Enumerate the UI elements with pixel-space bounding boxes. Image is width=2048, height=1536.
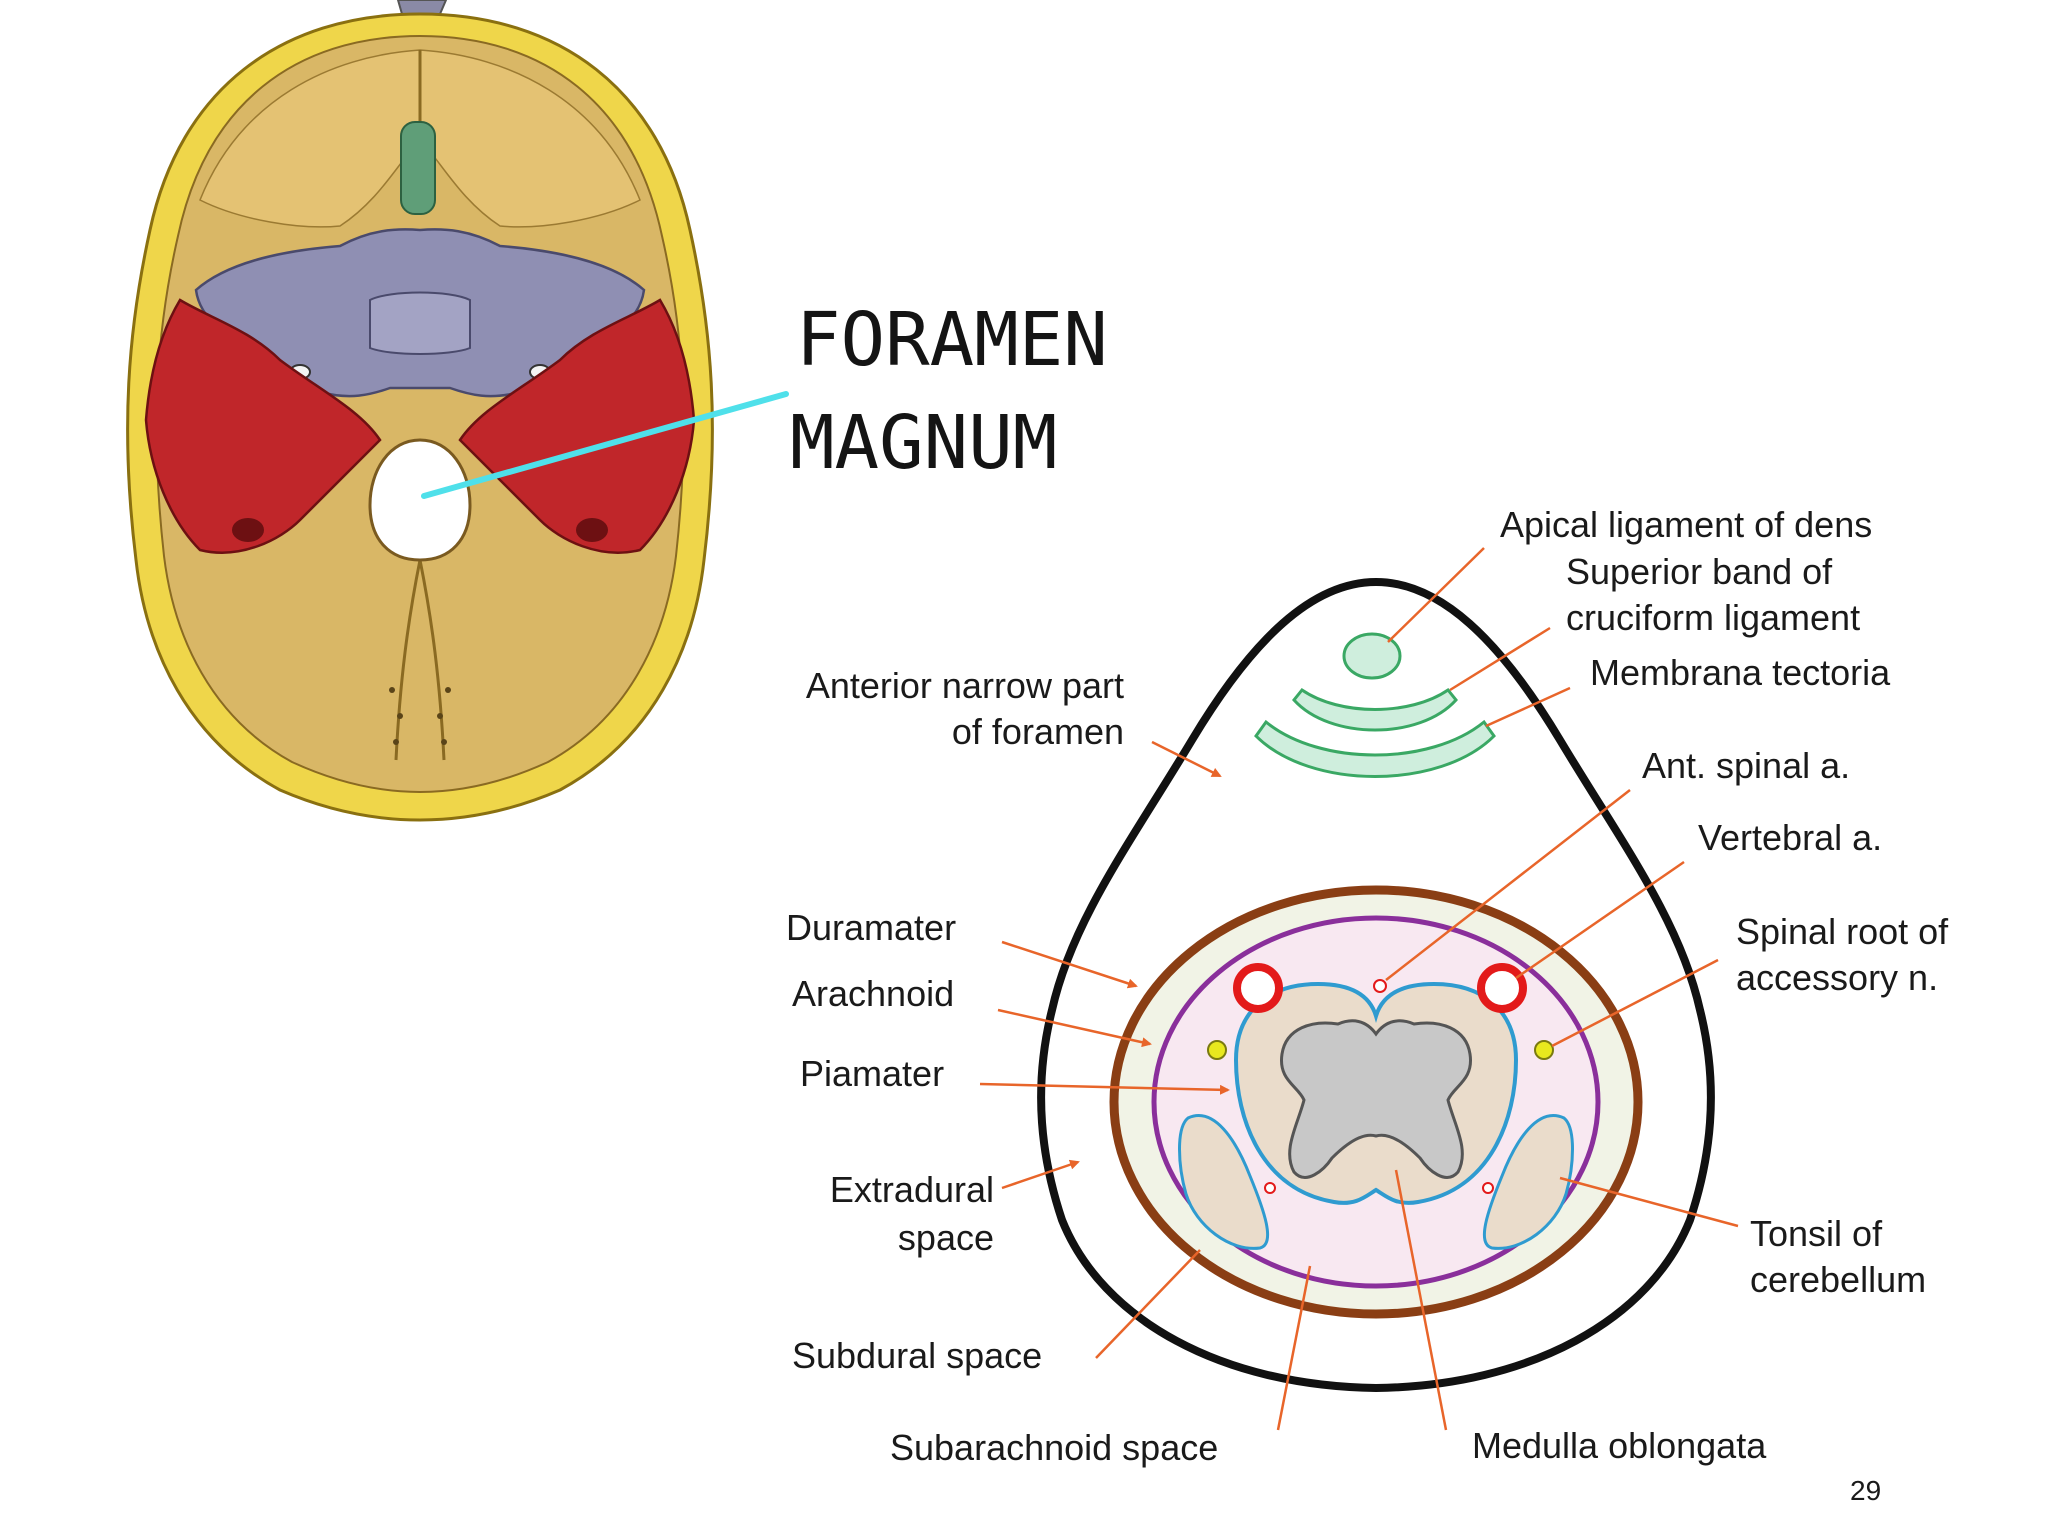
cribriform-plate <box>400 121 436 215</box>
label-extradural-1: Extradural <box>830 1169 994 1210</box>
label-subdural-space: Subdural space <box>792 1335 1042 1376</box>
label-extradural-2: space <box>898 1217 994 1258</box>
apical-ligament-of-dens <box>1342 632 1402 680</box>
label-subarachnoid-space: Subarachnoid space <box>890 1427 1218 1468</box>
petrous-left <box>144 298 382 554</box>
small-artery-right <box>1482 1182 1494 1194</box>
label-superior-band-2: cruciform ligament <box>1566 597 1860 638</box>
diagram-labels: Apical ligament of dens Superior band of… <box>786 504 1949 1468</box>
slide-number: 29 <box>1850 1475 1881 1506</box>
vertebral-artery-right <box>1477 963 1527 1013</box>
label-ant-spinal-artery: Ant. spinal a. <box>1642 745 1850 786</box>
leader-lines <box>1095 547 1739 1431</box>
title-line-2: MAGNUM <box>790 400 1057 486</box>
label-apical-ligament: Apical ligament of dens <box>1500 504 1872 545</box>
label-anterior-narrow-1: Anterior narrow part <box>806 665 1124 706</box>
foramen-leader-line <box>421 391 789 499</box>
tonsil-left <box>1178 1114 1270 1250</box>
tonsil-right <box>1482 1114 1574 1250</box>
skull-base-illustration <box>126 0 789 822</box>
foramen-magnum-opening <box>368 438 472 562</box>
vertebral-artery-left <box>1233 963 1283 1013</box>
small-artery-left <box>1264 1182 1276 1194</box>
label-anterior-narrow-2: of foramen <box>952 711 1124 752</box>
spinal-accessory-nerve-right <box>1534 1040 1554 1060</box>
label-arachnoid: Arachnoid <box>792 973 954 1014</box>
label-piamater: Piamater <box>800 1053 944 1094</box>
arrow-leaders <box>979 740 1230 1190</box>
anterior-spinal-artery <box>1373 979 1387 993</box>
cross-section-diagram <box>979 547 1739 1431</box>
label-tonsil-2: cerebellum <box>1750 1259 1926 1300</box>
label-vertebral-artery: Vertebral a. <box>1698 817 1882 858</box>
label-membrana-tectoria: Membrana tectoria <box>1590 652 1891 693</box>
grey-matter <box>1280 1019 1472 1179</box>
superior-band-cruciform-ligament <box>1292 687 1458 732</box>
spinal-accessory-nerve-left <box>1207 1040 1227 1060</box>
label-spinal-root-1: Spinal root of <box>1736 911 1949 952</box>
label-duramater: Duramater <box>786 907 956 948</box>
label-tonsil-1: Tonsil of <box>1750 1213 1883 1254</box>
title-line-1: FORAMEN <box>796 297 1108 383</box>
label-medulla-oblongata: Medulla oblongata <box>1472 1425 1767 1466</box>
membrana-tectoria <box>1254 719 1496 778</box>
label-spinal-root-2: accessory n. <box>1736 957 1938 998</box>
label-superior-band-1: Superior band of <box>1566 551 1833 592</box>
